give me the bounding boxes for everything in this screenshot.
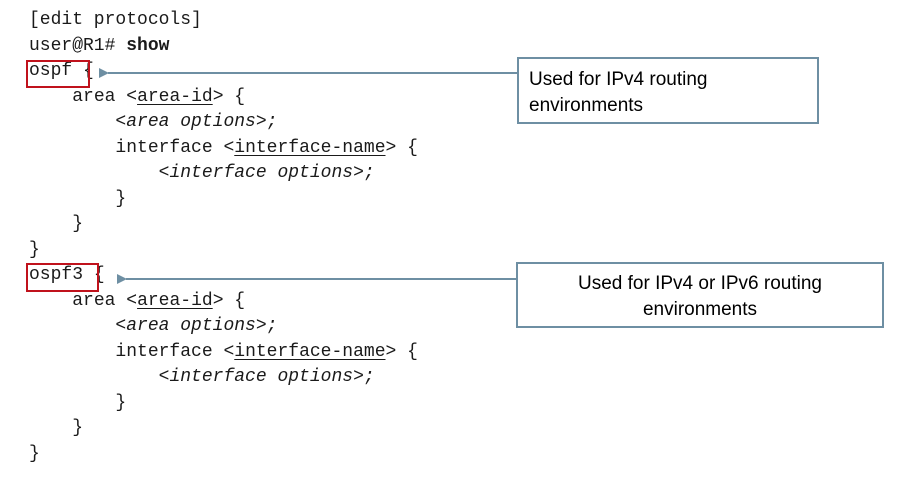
- ipv4-callout: Used for IPv4 routing environments: [517, 57, 819, 124]
- area-options: area options: [126, 316, 256, 336]
- area-close-brace: }: [72, 214, 84, 234]
- gt-semicolon: >;: [353, 163, 375, 183]
- ospf-close-brace: }: [29, 239, 40, 260]
- ospf-keyword: ospf: [29, 61, 73, 81]
- context-line: [edit protocols]: [29, 10, 202, 30]
- interface-open-brace: > {: [385, 137, 418, 158]
- code-listing: [edit protocols] user@R1# show ospf { ar…: [29, 8, 418, 467]
- interface-keyword: interface: [115, 137, 213, 158]
- lt-symbol: <: [115, 316, 127, 336]
- lt-symbol: <: [115, 112, 127, 132]
- area-id-param: area-id: [137, 290, 213, 311]
- ipv6-callout: Used for IPv4 or IPv6 routing environmen…: [516, 262, 884, 328]
- ospf3-open-brace: {: [93, 265, 105, 285]
- area-open-brace: > {: [212, 290, 246, 311]
- ospf3-highlight-box: [26, 263, 99, 292]
- gt-semicolon: >;: [255, 316, 278, 336]
- gt-semicolon: >;: [255, 112, 278, 132]
- lt-symbol: <: [126, 290, 138, 311]
- interface-options: interface options: [169, 163, 354, 183]
- gt-semicolon: >;: [353, 367, 375, 387]
- interface-keyword: interface: [115, 341, 213, 362]
- area-options: area options: [126, 112, 256, 132]
- ipv4-callout-text: Used for IPv4 routing environments: [529, 69, 708, 116]
- interface-name-param: interface-name: [234, 137, 386, 158]
- show-command: show: [126, 35, 170, 56]
- ospf3-close-brace: }: [29, 443, 40, 464]
- lt-symbol: <: [158, 367, 170, 387]
- interface-close-brace: }: [115, 392, 127, 413]
- lt-symbol: <: [223, 341, 235, 362]
- ipv6-callout-text: Used for IPv4 or IPv6 routing environmen…: [578, 273, 822, 320]
- prompt: user@R1#: [29, 35, 116, 56]
- interface-open-brace: > {: [385, 341, 418, 362]
- interface-name-param: interface-name: [234, 341, 386, 362]
- lt-symbol: <: [223, 137, 235, 158]
- area-keyword: area: [72, 290, 116, 311]
- ospf3-keyword: ospf3: [29, 265, 84, 285]
- interface-options: interface options: [169, 367, 354, 387]
- lt-symbol: <: [158, 163, 170, 183]
- area-close-brace: }: [72, 418, 84, 438]
- area-keyword: area: [72, 86, 116, 107]
- area-open-brace: > {: [212, 86, 246, 107]
- ospf-highlight-box: [26, 60, 90, 88]
- lt-symbol: <: [126, 86, 138, 107]
- interface-close-brace: }: [115, 188, 127, 209]
- area-id-param: area-id: [137, 86, 213, 107]
